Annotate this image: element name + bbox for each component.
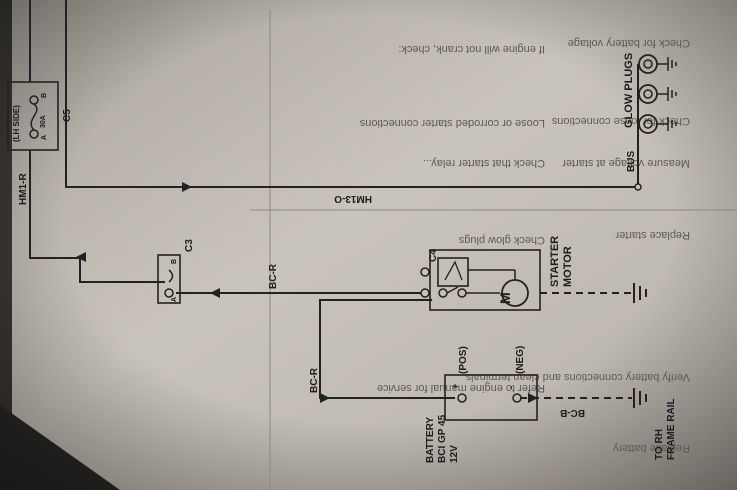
battery-pos-label: (POS) [458,346,469,374]
fuse-rating-label: 30A [40,115,47,128]
right-text-10: Replace battery [612,442,690,454]
wire-label-bc-b: BC-B [560,407,585,418]
fuse-c5: (LH SIDE) 30A A B C5 [7,81,73,151]
glow-plug-3 [638,114,677,134]
starter-label: STARTER [549,236,561,287]
right-text-6: Check for loose connections [551,115,690,127]
frame-label-2: FRAME RAIL [666,398,677,460]
fuse-pin-a: A [41,135,48,140]
wire-label-hm1-r: HM1-R [18,173,29,205]
right-text-7: Measure voltage at starter [562,157,690,169]
connector-c3: A B C3 [157,239,195,304]
starter-label-2: MOTOR [562,246,574,287]
wire-label-bc-r-top: BC-R [268,263,279,289]
starter-motor: M C4 STARTER MOTOR [420,236,574,311]
frame-ground-icon [633,388,647,408]
battery-neg-label: (NEG) [515,346,526,374]
battery: + - (POS) (NEG) BATTERY BCI GP 45 12V [425,346,538,463]
starter-connector-label: C4 [428,249,439,262]
right-text-4: Refer to engine manual for service [377,382,545,394]
right-page-text: If engine will not crank, check: Loose o… [250,10,737,490]
bus-label: BUS [626,151,637,172]
c3-label: C3 [184,239,195,252]
right-text-3: Check glow plugs [458,234,545,246]
fuse-pin-b: B [41,93,48,98]
c3-pin-a: A [171,297,178,302]
battery-plus: + [450,384,460,389]
glow-plugs-label: GLOW PLUGS [623,53,635,128]
right-text-9: Verify battery connections and clean ter… [465,371,690,383]
battery-label-3: 12V [449,445,460,463]
battery-label-2: BCI GP 45 [437,414,448,463]
right-text-2: Check that starter relay... [423,157,545,169]
right-text-1: Loose or corroded starter connections [359,117,545,129]
motor-symbol: M [497,292,513,304]
fuse-connector-label: C5 [62,109,73,122]
right-text-8: Replace starter [615,229,690,241]
wire-label-hm13-o: HM13-O [334,193,372,204]
right-text-5: Check for battery voltage [568,37,690,49]
glow-plug-2 [638,84,677,104]
wire-bc-r-left [319,299,455,399]
starter-ground-icon [633,283,647,303]
battery-label-1: BATTERY [425,417,436,463]
wire-hm13-o [65,0,638,188]
fuse-side-label: (LH SIDE) [12,105,21,142]
battery-minus: - [506,386,516,389]
c3-pin-b: B [171,259,178,264]
wire-label-bc-r-left: BC-R [309,367,320,393]
frame-label-1: TO RH [654,429,665,460]
glow-plugs: GLOW PLUGS BUS [623,53,677,172]
right-text-0: If engine will not crank, check: [398,43,545,55]
